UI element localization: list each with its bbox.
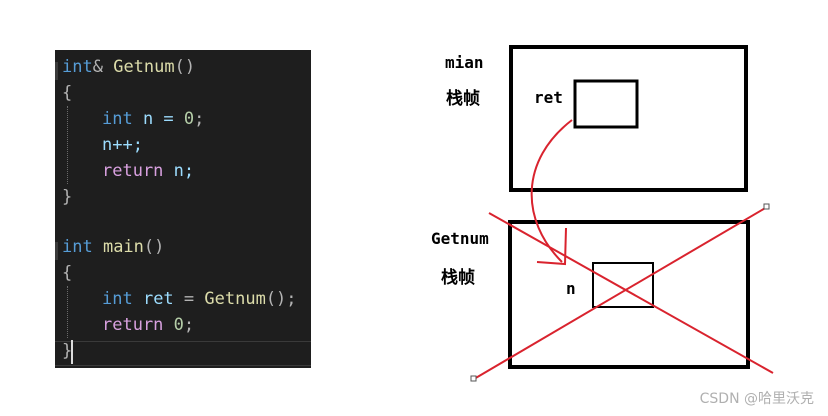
identifier: ret [132,289,174,309]
function-name: Getnum [204,289,266,309]
keyword: return [102,315,164,335]
parens: () [143,237,165,257]
function-name: Getnum [113,57,175,77]
semicolon: ; [183,315,195,335]
text-caret [71,340,73,364]
brace-close: } [62,341,73,361]
ret-label: ret [534,88,563,107]
n-label: n [566,279,576,298]
getnum-frame-label: Getnum [431,229,489,248]
fold-marker [55,242,58,260]
code-line-1: int& Getnum() [62,54,195,80]
brace-open: { [62,83,73,103]
parens: () [174,57,196,77]
main-frame-box [509,45,748,192]
call-parens: (); [265,289,297,309]
code-line-5: return n; [102,158,194,184]
line-handle [763,203,770,210]
indent-guide [67,286,68,338]
getnum-frame-box [508,220,750,369]
code-line-2: { [62,80,72,106]
fold-marker [55,62,58,80]
keyword: int [62,237,93,257]
code-line-4: n++; [102,132,143,158]
statement: n; [163,161,195,181]
getnum-frame-sublabel: 栈帧 [441,268,475,288]
code-line-12: } [62,338,72,364]
indent-guide [67,106,68,184]
line-handle [470,375,477,382]
code-line-9: { [62,260,72,286]
function-name: main [92,237,144,257]
code-editor: int& Getnum() { int n = 0; n++; return n… [55,50,311,368]
brace-close: } [62,187,73,207]
code-line-10: int ret = Getnum(); [102,286,297,312]
semicolon: ; [194,109,205,129]
ampersand: & [92,57,114,77]
statement: n = [132,109,184,129]
keyword: int [62,57,93,77]
code-line-8: int main() [62,234,164,260]
operator: = [173,289,205,309]
statement: n++; [102,135,143,155]
number: 0 [163,315,184,335]
ret-box [573,79,639,129]
code-line-6: } [62,184,72,210]
arrow-head [536,227,567,266]
number: 0 [183,109,195,129]
brace-open: { [62,263,73,283]
current-line-highlight [55,341,311,366]
n-box [592,262,654,308]
keyword: int [102,289,133,309]
code-line-11: return 0; [102,312,194,338]
keyword: int [102,109,133,129]
cross-line-2 [488,212,774,374]
main-frame-sublabel: 栈帧 [446,89,480,109]
main-frame-label: mian [445,53,484,72]
code-line-3: int n = 0; [102,106,204,132]
cross-line-1 [473,206,768,380]
keyword: return [102,161,164,181]
watermark: CSDN @哈里沃克 [699,391,814,407]
